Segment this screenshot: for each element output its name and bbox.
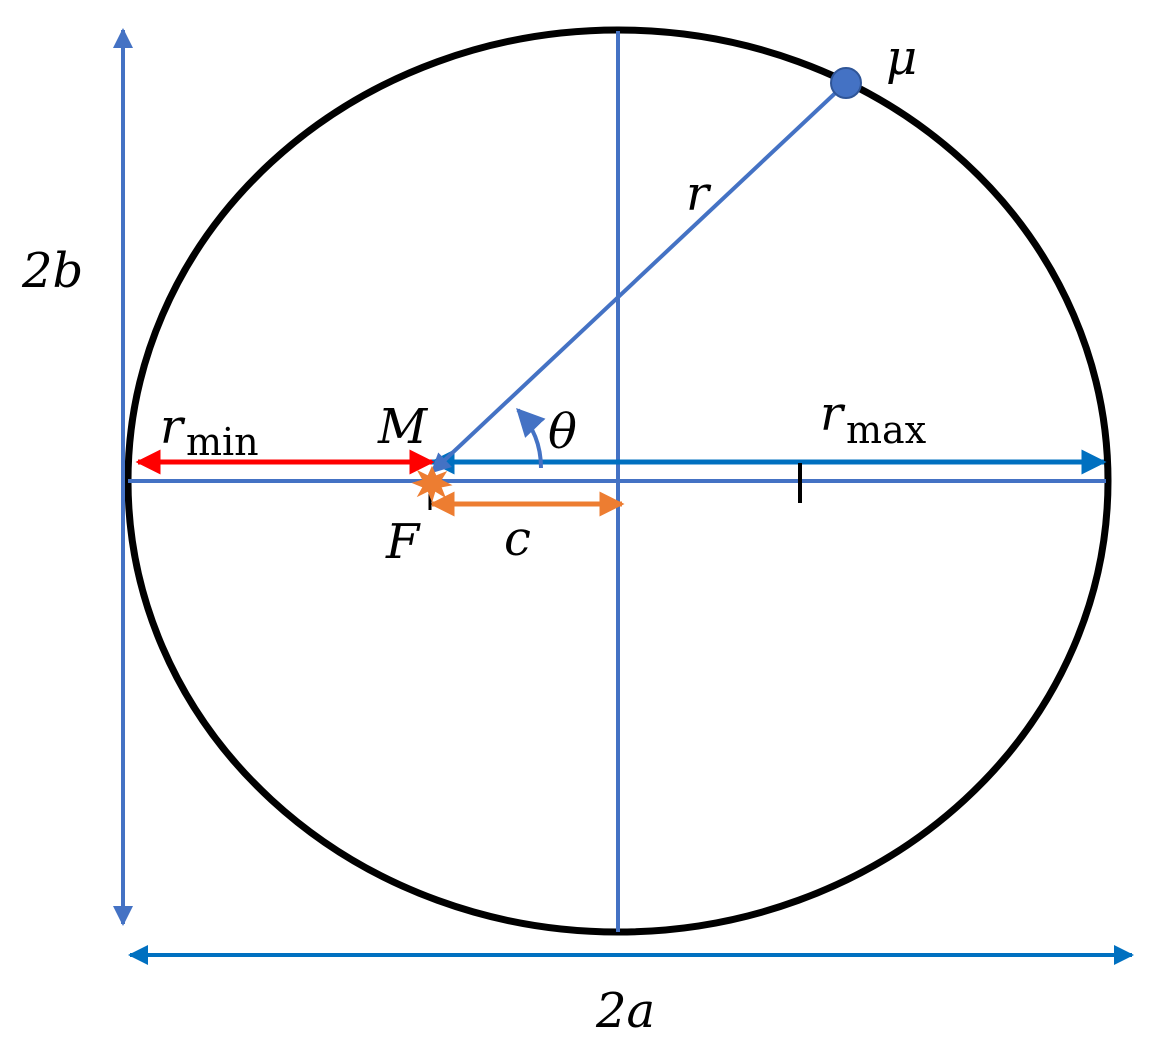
theta-angle-arc [516,407,546,469]
label-c: c [504,511,531,567]
label-r-min-base: r [160,399,186,455]
label-r-max: r max [820,386,926,452]
orbiting-body-dot [830,67,862,99]
label-r: r [686,166,712,222]
label-r-max-base: r [820,386,846,442]
label-theta: θ [548,404,577,460]
label-r-max-subscript: max [846,408,926,452]
label-M: M [377,399,429,455]
label-2b: 2b [21,243,83,299]
star-burst-icon [411,465,453,503]
label-mu: μ [886,30,917,86]
radius-line [430,81,848,474]
label-2a: 2a [595,983,655,1039]
label-F: F [385,514,421,570]
label-r-min: r min [160,399,259,464]
label-r-min-subscript: min [186,420,259,464]
